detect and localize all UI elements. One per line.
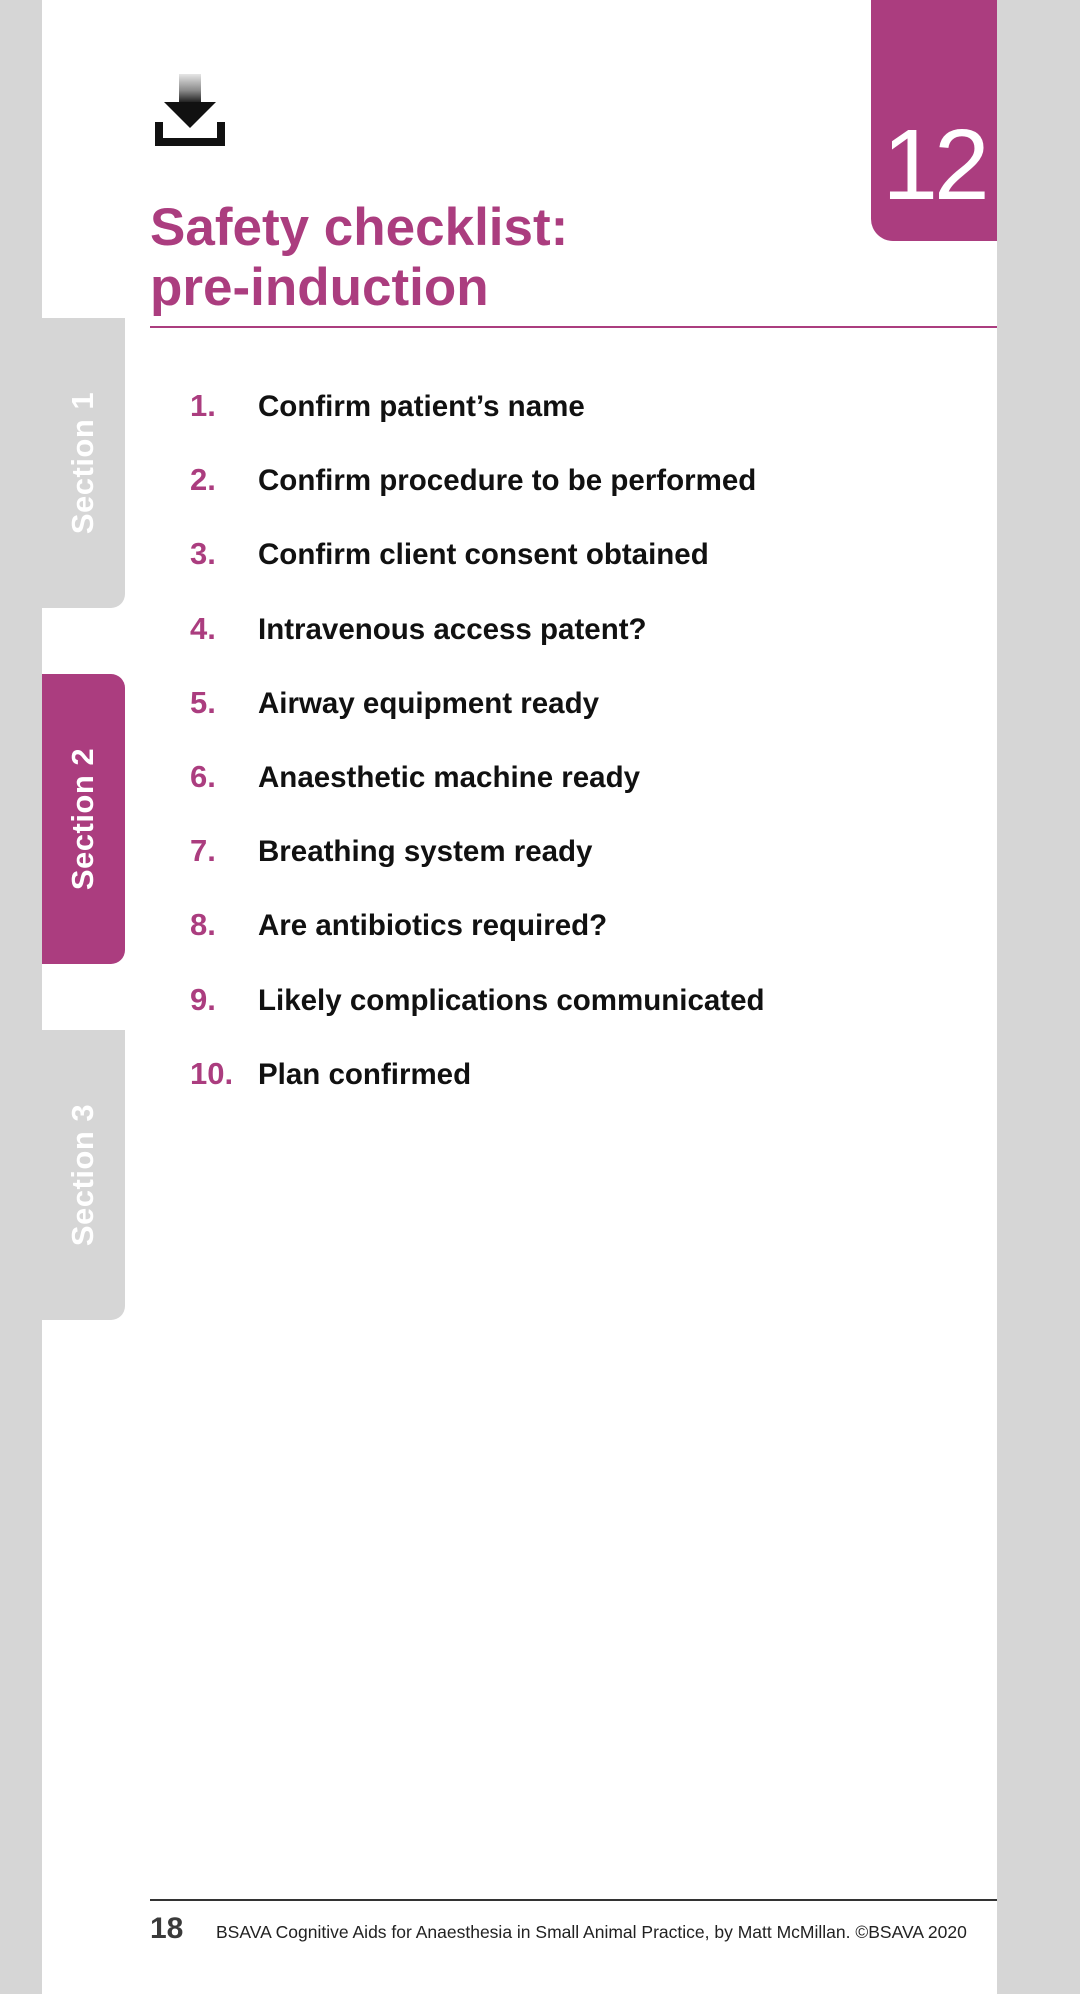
checklist-item: 1. Confirm patient’s name	[190, 388, 765, 462]
footer-citation: BSAVA Cognitive Aids for Anaesthesia in …	[216, 1922, 967, 1942]
item-text: Plan confirmed	[258, 1057, 472, 1091]
section-tab-3[interactable]: Section 3	[42, 1030, 125, 1320]
checklist-item: 4. Intravenous access patent?	[190, 611, 765, 685]
item-number: 8.	[190, 907, 216, 943]
item-number: 6.	[190, 758, 216, 794]
item-number: 9.	[190, 981, 216, 1017]
item-number: 3.	[190, 536, 216, 572]
item-text: Likely complications communicated	[258, 983, 765, 1017]
checklist-item: 2. Confirm procedure to be performed	[190, 462, 765, 536]
section-tab-label: Section 2	[65, 747, 101, 891]
item-number: 4.	[190, 610, 216, 646]
page: Section 1 Section 2 Section 3 12 Safety …	[42, 0, 997, 1994]
item-text: Airway equipment ready	[258, 686, 599, 720]
checklist-item: 10. Plan confirmed	[190, 1056, 765, 1130]
item-number: 5.	[190, 684, 216, 720]
title-divider	[150, 326, 997, 328]
checklist-item: 3. Confirm client consent obtained	[190, 536, 765, 610]
section-tab-label: Section 1	[65, 391, 101, 535]
section-tab-label: Section 3	[65, 1103, 101, 1247]
item-text: Breathing system ready	[258, 835, 593, 869]
section-tab-2[interactable]: Section 2	[42, 674, 125, 964]
checklist-item: 8. Are antibiotics required?	[190, 907, 765, 981]
item-text: Confirm client consent obtained	[258, 538, 709, 572]
item-text: Intravenous access patent?	[258, 612, 647, 646]
item-number: 7.	[190, 833, 216, 869]
item-text: Are antibiotics required?	[258, 909, 608, 943]
chapter-number: 12	[882, 109, 989, 221]
title-line-2: pre-induction	[150, 258, 489, 317]
item-number: 10.	[190, 1055, 234, 1091]
chapter-number-badge: 12	[871, 0, 997, 241]
page-number: 18	[150, 1912, 184, 1945]
item-number: 1.	[190, 388, 216, 423]
section-tab-1[interactable]: Section 1	[42, 318, 125, 608]
checklist: 1. Confirm patient’s name 2. Confirm proce…	[190, 388, 765, 1130]
item-text: Confirm procedure to be performed	[258, 464, 757, 498]
checklist-item: 6. Anaesthetic machine ready	[190, 759, 765, 833]
checklist-item: 9. Likely complications communicated	[190, 982, 765, 1056]
download-icon[interactable]	[155, 74, 225, 146]
item-text: Confirm patient’s name	[258, 390, 585, 423]
title-line-1: Safety checklist:	[150, 198, 569, 257]
page-title: Safety checklist: pre-induction	[150, 198, 850, 318]
item-text: Anaesthetic machine ready	[258, 760, 641, 794]
checklist-item: 5. Airway equipment ready	[190, 685, 765, 759]
item-number: 2.	[190, 462, 216, 498]
footer-divider	[150, 1899, 997, 1901]
checklist-item: 7. Breathing system ready	[190, 833, 765, 907]
